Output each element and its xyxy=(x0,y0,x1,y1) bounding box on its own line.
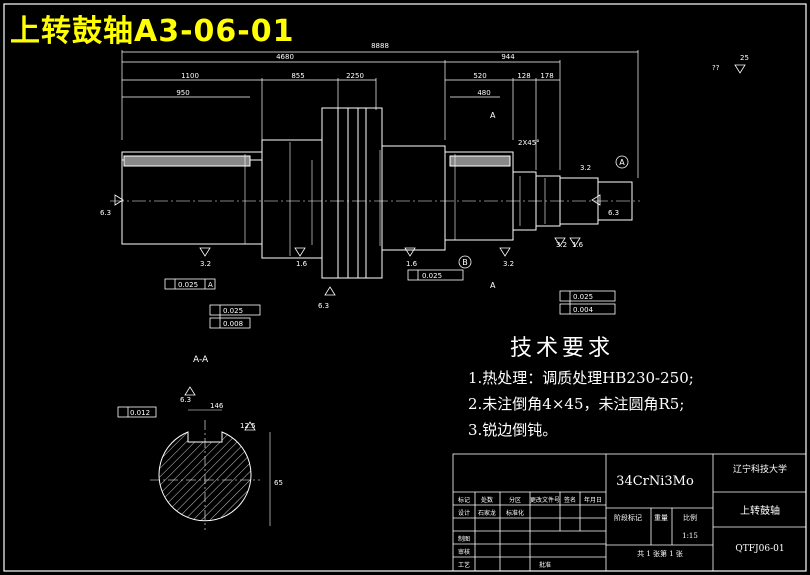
dimension-lines xyxy=(121,50,639,178)
tech-req-item-2: 2.未注倒角4×45，未注圆角R5; xyxy=(468,395,685,413)
dim-128: 128 xyxy=(517,72,530,80)
tb-weight-label: 重量 xyxy=(654,514,668,522)
tb-header-2: 分区 xyxy=(509,496,521,504)
section-label: A-A xyxy=(193,355,209,365)
tb-sheet: 共 1 张第 1 张 xyxy=(637,549,683,558)
drawing-border xyxy=(3,3,807,572)
dim-overall: 8888 xyxy=(371,42,389,50)
dim-1100: 1100 xyxy=(181,72,199,80)
drawing-title: 上转鼓轴A3-06-01 xyxy=(10,14,295,49)
ra-3-2-b: 3.2 xyxy=(503,260,514,268)
ra-1-6-a: 1.6 xyxy=(296,260,308,268)
tol-runout-3: 0.025 xyxy=(422,272,442,280)
tolerance-frames xyxy=(117,269,616,418)
ra-other: ?? xyxy=(712,64,720,72)
ra-3-2-d: 3.2 xyxy=(580,164,591,172)
dim-520: 520 xyxy=(473,72,486,80)
tech-req-item-3: 3.锐边倒钝。 xyxy=(468,421,558,439)
datum-a-text: A xyxy=(619,158,625,167)
section-arrow-a-bottom: A xyxy=(490,281,496,290)
dim-855: 855 xyxy=(291,72,304,80)
tb-scale-label: 比例 xyxy=(683,513,697,522)
dim-key-depth: 65 xyxy=(274,479,283,487)
title-block xyxy=(452,453,807,572)
tol-cyl-1: 0.008 xyxy=(223,320,243,328)
chamfer-label: 2X45° xyxy=(518,139,540,147)
ra-6-3-b: 6.3 xyxy=(608,209,619,217)
ra-1-6-c: 1.6 xyxy=(572,241,584,249)
tb-standard: 标准化 xyxy=(506,509,524,517)
tech-req-heading: 技术要求 xyxy=(510,336,615,361)
section-arrow-a-top: A xyxy=(490,111,496,120)
datum-b-text: B xyxy=(462,258,468,267)
datum-a-circle xyxy=(615,155,629,169)
ra-3-2-c: 3.2 xyxy=(556,241,567,249)
datum-b-circle xyxy=(458,255,472,269)
tb-row-4: 工艺 xyxy=(458,561,470,569)
dim-178: 178 xyxy=(540,72,553,80)
tol-datum-1: A xyxy=(208,281,213,289)
shaft-body xyxy=(121,107,633,279)
diameter-dims xyxy=(244,142,546,256)
tol-runout-2: 0.025 xyxy=(223,307,243,315)
tb-row-2: 制图 xyxy=(458,535,470,543)
tol-cyl-2: 0.004 xyxy=(573,306,594,314)
dim-950: 950 xyxy=(176,89,189,97)
ra-12-5: 12.5 xyxy=(240,422,256,430)
dimension-texts: 8888 4680 1100 950 855 2250 944 520 480 … xyxy=(176,42,553,97)
tb-header-1: 处数 xyxy=(481,496,493,504)
roughness-texts: 3.2 1.6 1.6 3.2 3.2 1.6 3.2 6.3 6.3 6.3 … xyxy=(100,54,749,430)
tb-drawing-no: QTFJ06-01 xyxy=(735,544,784,554)
dim-key-width: 146 xyxy=(210,402,224,410)
ra-6-3-c: 6.3 xyxy=(318,302,329,310)
tb-approve: 批准 xyxy=(539,561,551,569)
dim-480: 480 xyxy=(477,89,490,97)
roughness-symbols xyxy=(114,64,746,431)
tb-part-name: 上转鼓轴 xyxy=(740,504,780,517)
title-block-texts: 34CrNi3Mo 辽宁科技大学 上转鼓轴 QTFJ06-01 阶段标记 重量 … xyxy=(458,463,787,569)
tb-material: 34CrNi3Mo xyxy=(616,474,694,489)
tb-header-0: 标记 xyxy=(458,496,470,504)
dim-2250: 2250 xyxy=(346,72,364,80)
ra-3-2-a: 3.2 xyxy=(200,260,211,268)
tol-runout-4: 0.025 xyxy=(573,293,593,301)
tb-stage-label: 阶段标记 xyxy=(614,513,642,522)
tb-row-1: 设计 xyxy=(458,509,470,517)
tb-scale: 1:15 xyxy=(682,532,698,540)
tech-req-item-1: 1.热处理：调质处理HB230-250; xyxy=(468,369,694,387)
datum-markers: A B A A xyxy=(458,111,629,290)
tb-header-4: 签名 xyxy=(564,496,576,504)
tolerance-texts: 0.025 A 0.025 0.008 0.025 0.025 0.004 0.… xyxy=(130,272,594,417)
ra-25: 25 xyxy=(740,54,749,62)
tb-designer: 石家龙 xyxy=(478,509,496,517)
tb-row-3: 审核 xyxy=(458,548,470,556)
section-view: 146 65 xyxy=(150,402,283,530)
tb-header-5: 年月日 xyxy=(584,496,602,504)
ra-1-6-b: 1.6 xyxy=(406,260,418,268)
ra-6-3-d: 6.3 xyxy=(180,396,191,404)
dim-4680: 4680 xyxy=(276,53,294,61)
tol-runout-1: 0.025 xyxy=(178,281,198,289)
tb-header-3: 更改文件号 xyxy=(530,496,560,504)
tol-flatness: 0.012 xyxy=(130,409,150,417)
ra-6-3-a: 6.3 xyxy=(100,209,111,217)
tb-school: 辽宁科技大学 xyxy=(733,463,787,475)
dim-944: 944 xyxy=(501,53,515,61)
